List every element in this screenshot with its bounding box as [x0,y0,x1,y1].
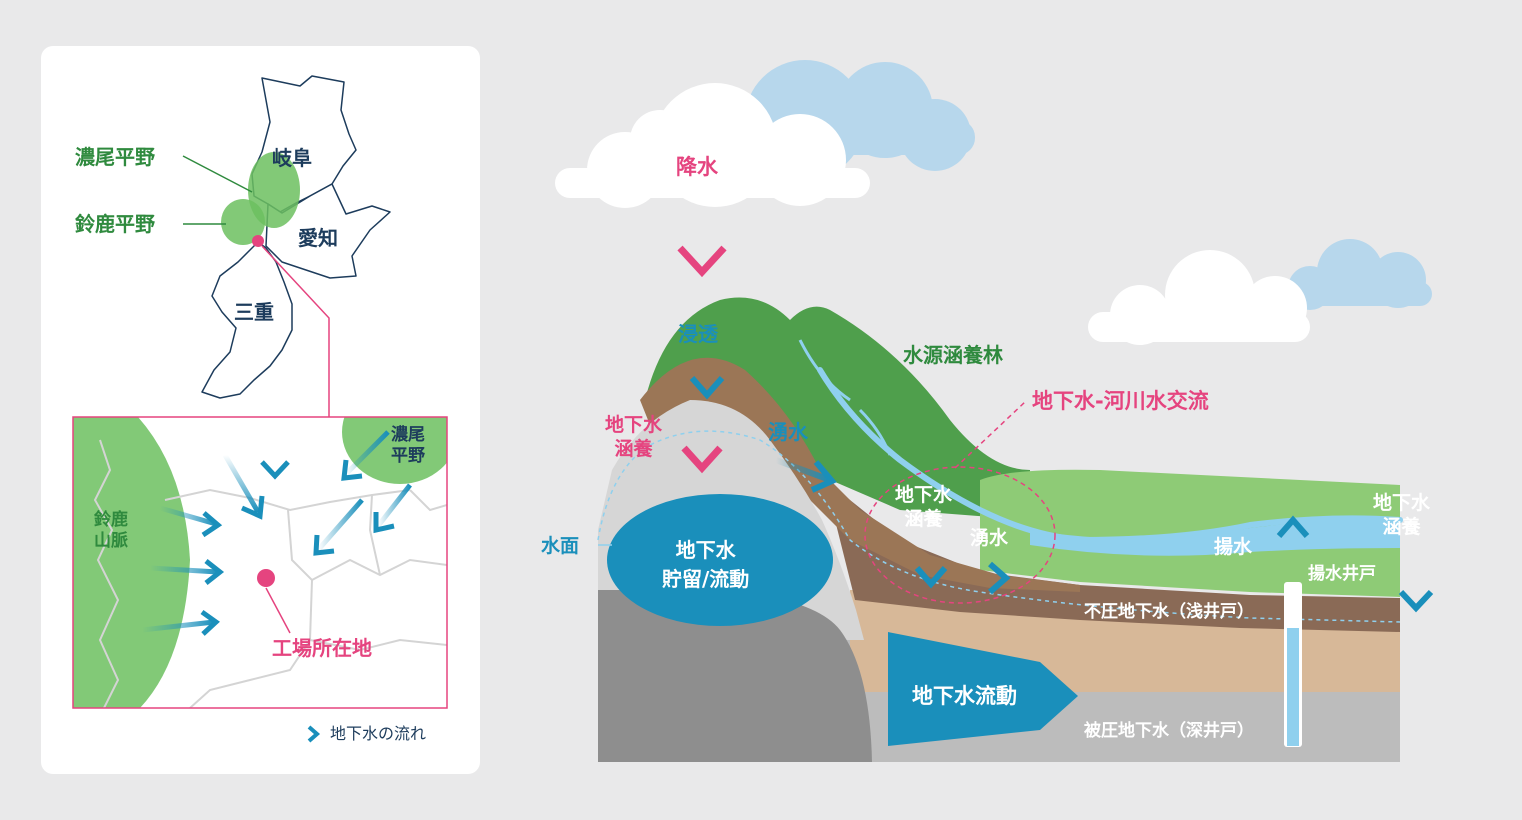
label-pumping: 揚水 [1214,536,1253,558]
spring-arrow-icon [774,457,837,493]
flow-arrow-icon [159,505,223,538]
label-aichi: 愛知 [298,226,338,250]
flow-arrow-icon [260,420,290,480]
inset-map [73,417,447,708]
label-spring-left: 湧水 [768,420,808,444]
water-table-line [597,430,1401,623]
label-recharge-mid: 地下水 涵養 [895,484,953,530]
label-gw-river-exchange: 地下水-河川水交流 [1032,389,1209,413]
flow-arrow-icon [373,483,412,534]
well-water [1287,628,1299,746]
label-suzuka-mountains: 鈴鹿 山脈 [94,510,128,552]
flow-arrow-icon [341,430,390,481]
precipitation-arrow-icon [677,200,727,278]
inset-connector [261,245,330,417]
label-water-table: 水面 [541,535,580,557]
nobi-plain-inset-area [342,417,447,484]
label-infiltration: 浸透 [678,322,718,346]
cloud-back-right-icon [1288,239,1432,310]
label-factory-location: 工場所在地 [272,636,372,660]
factory-leader [265,587,291,634]
label-storage-flow: 地下水 貯留/流動 [662,538,750,591]
label-recharge-right: 地下水 涵養 [1373,492,1431,538]
exchange-leader [954,401,1026,469]
river-body [1030,519,1400,556]
deep-rock [598,590,872,762]
forest-hill [645,297,1030,520]
legend-arrow-icon [286,725,321,743]
inset-flow-arrows [141,420,412,636]
label-forest: 水源涵養林 [903,343,1003,367]
spring-mid-arrow-icon [950,561,1011,595]
recharge-right-arrow-icon [1398,548,1434,613]
label-gifu: 岐阜 [272,146,312,170]
factory-marker [257,569,275,587]
label-pumping-well: 揚水井戸 [1308,564,1376,584]
cloud-right-icon [1088,250,1310,345]
clay-layer [825,480,1400,632]
groundwater-storage [607,494,833,626]
inset-frame [72,416,448,709]
recharge-mid-arrow-icon [914,540,948,589]
pumping-arrow-icon [1276,515,1310,584]
cloud-icon [555,83,870,208]
label-precipitation: 降水 [676,155,718,179]
prefecture-map [201,75,391,399]
stream-branch [798,339,892,456]
suzuka-plain-area [221,199,265,245]
label-gw-flow: 地下水流動 [912,684,1017,708]
flow-arrow-icon [313,498,364,556]
label-suzuka-plain: 鈴鹿平野 [75,212,155,236]
label-nobi-inset: 濃尾 平野 [391,425,425,467]
flow-arrow-icon [149,559,225,585]
flow-arrow-icon [141,609,220,636]
infiltration-arrow-icon [689,352,725,400]
factory-marker-small [252,235,264,247]
topsoil-layer [640,357,1080,592]
label-nobi-plain: 濃尾平野 [75,145,155,169]
label-confined: 被圧地下水（深井戸） [1084,721,1254,741]
label-recharge-left: 地下水 涵養 [605,414,663,460]
recharge-arrow-icon [681,410,723,474]
label-unconfined: 不圧地下水（浅井戸） [1084,602,1254,622]
label-mie: 三重 [234,300,274,324]
legend-label: 地下水の流れ [330,724,427,743]
inset-boundaries [93,439,447,708]
label-spring-mid: 湧水 [970,527,1009,549]
flow-arrow-icon [222,453,265,520]
exchange-circle [864,466,1056,604]
gw-flow-arrow [888,632,1078,746]
mie-outline [201,241,293,399]
leader-nobi [182,155,253,193]
